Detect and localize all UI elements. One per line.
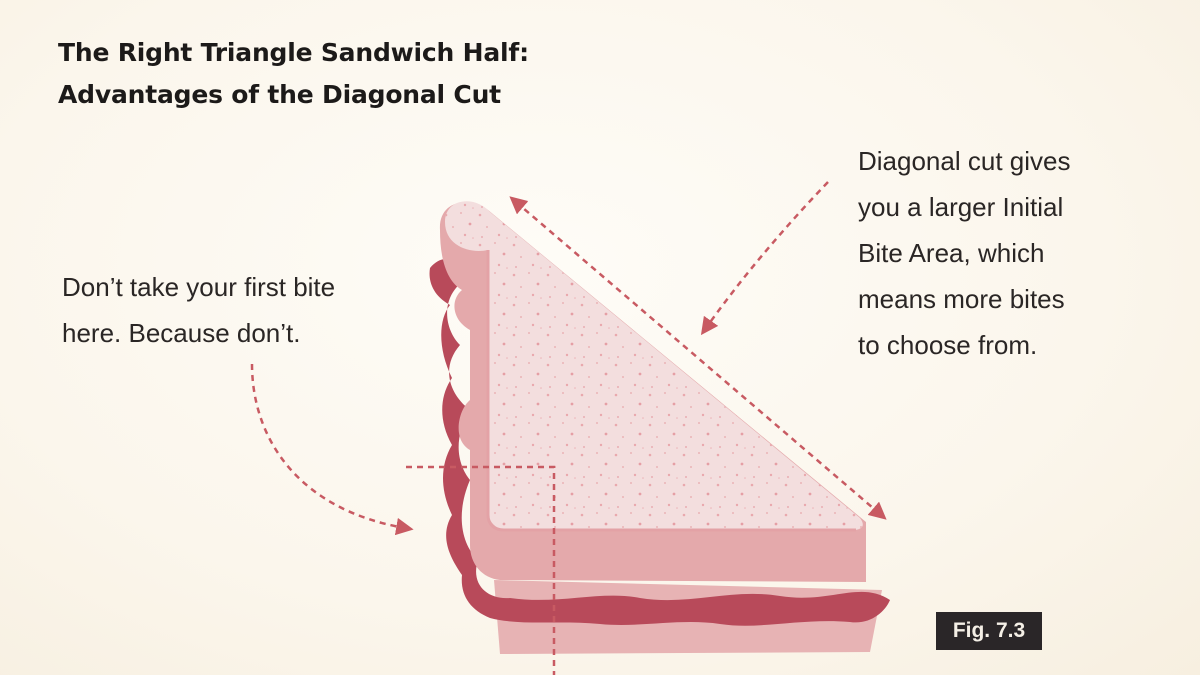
right-annotation-line-3: Bite Area, which — [858, 238, 1045, 268]
diagonal-cut-arrow — [509, 196, 887, 520]
right-annotation-line-2: you a larger Initial — [858, 192, 1064, 222]
corner-guide-lines — [406, 465, 556, 675]
left-note-arrow — [250, 363, 414, 536]
right-note-arrow — [700, 181, 829, 336]
right-annotation-line-5: to choose from. — [858, 330, 1038, 360]
title-line-2: Advantages of the Diagonal Cut — [58, 80, 501, 109]
right-annotation: Diagonal cut gives you a larger Initial … — [858, 138, 1070, 368]
left-annotation-line-1: Don’t take your first bite — [62, 272, 336, 302]
left-annotation-line-2: here. Because don’t. — [62, 318, 301, 348]
top-bread-speckles — [445, 201, 863, 530]
diagram-title: The Right Triangle Sandwich Half: Advant… — [58, 32, 529, 116]
crust-edge-line — [486, 250, 856, 532]
figure-label-badge: Fig. 7.3 — [936, 612, 1042, 650]
title-line-1: The Right Triangle Sandwich Half: — [58, 38, 529, 67]
right-annotation-line-4: means more bites — [858, 284, 1065, 314]
right-annotation-line-1: Diagonal cut gives — [858, 146, 1071, 176]
sandwich-filling — [429, 259, 890, 626]
left-annotation: Don’t take your first bite here. Because… — [62, 264, 335, 356]
